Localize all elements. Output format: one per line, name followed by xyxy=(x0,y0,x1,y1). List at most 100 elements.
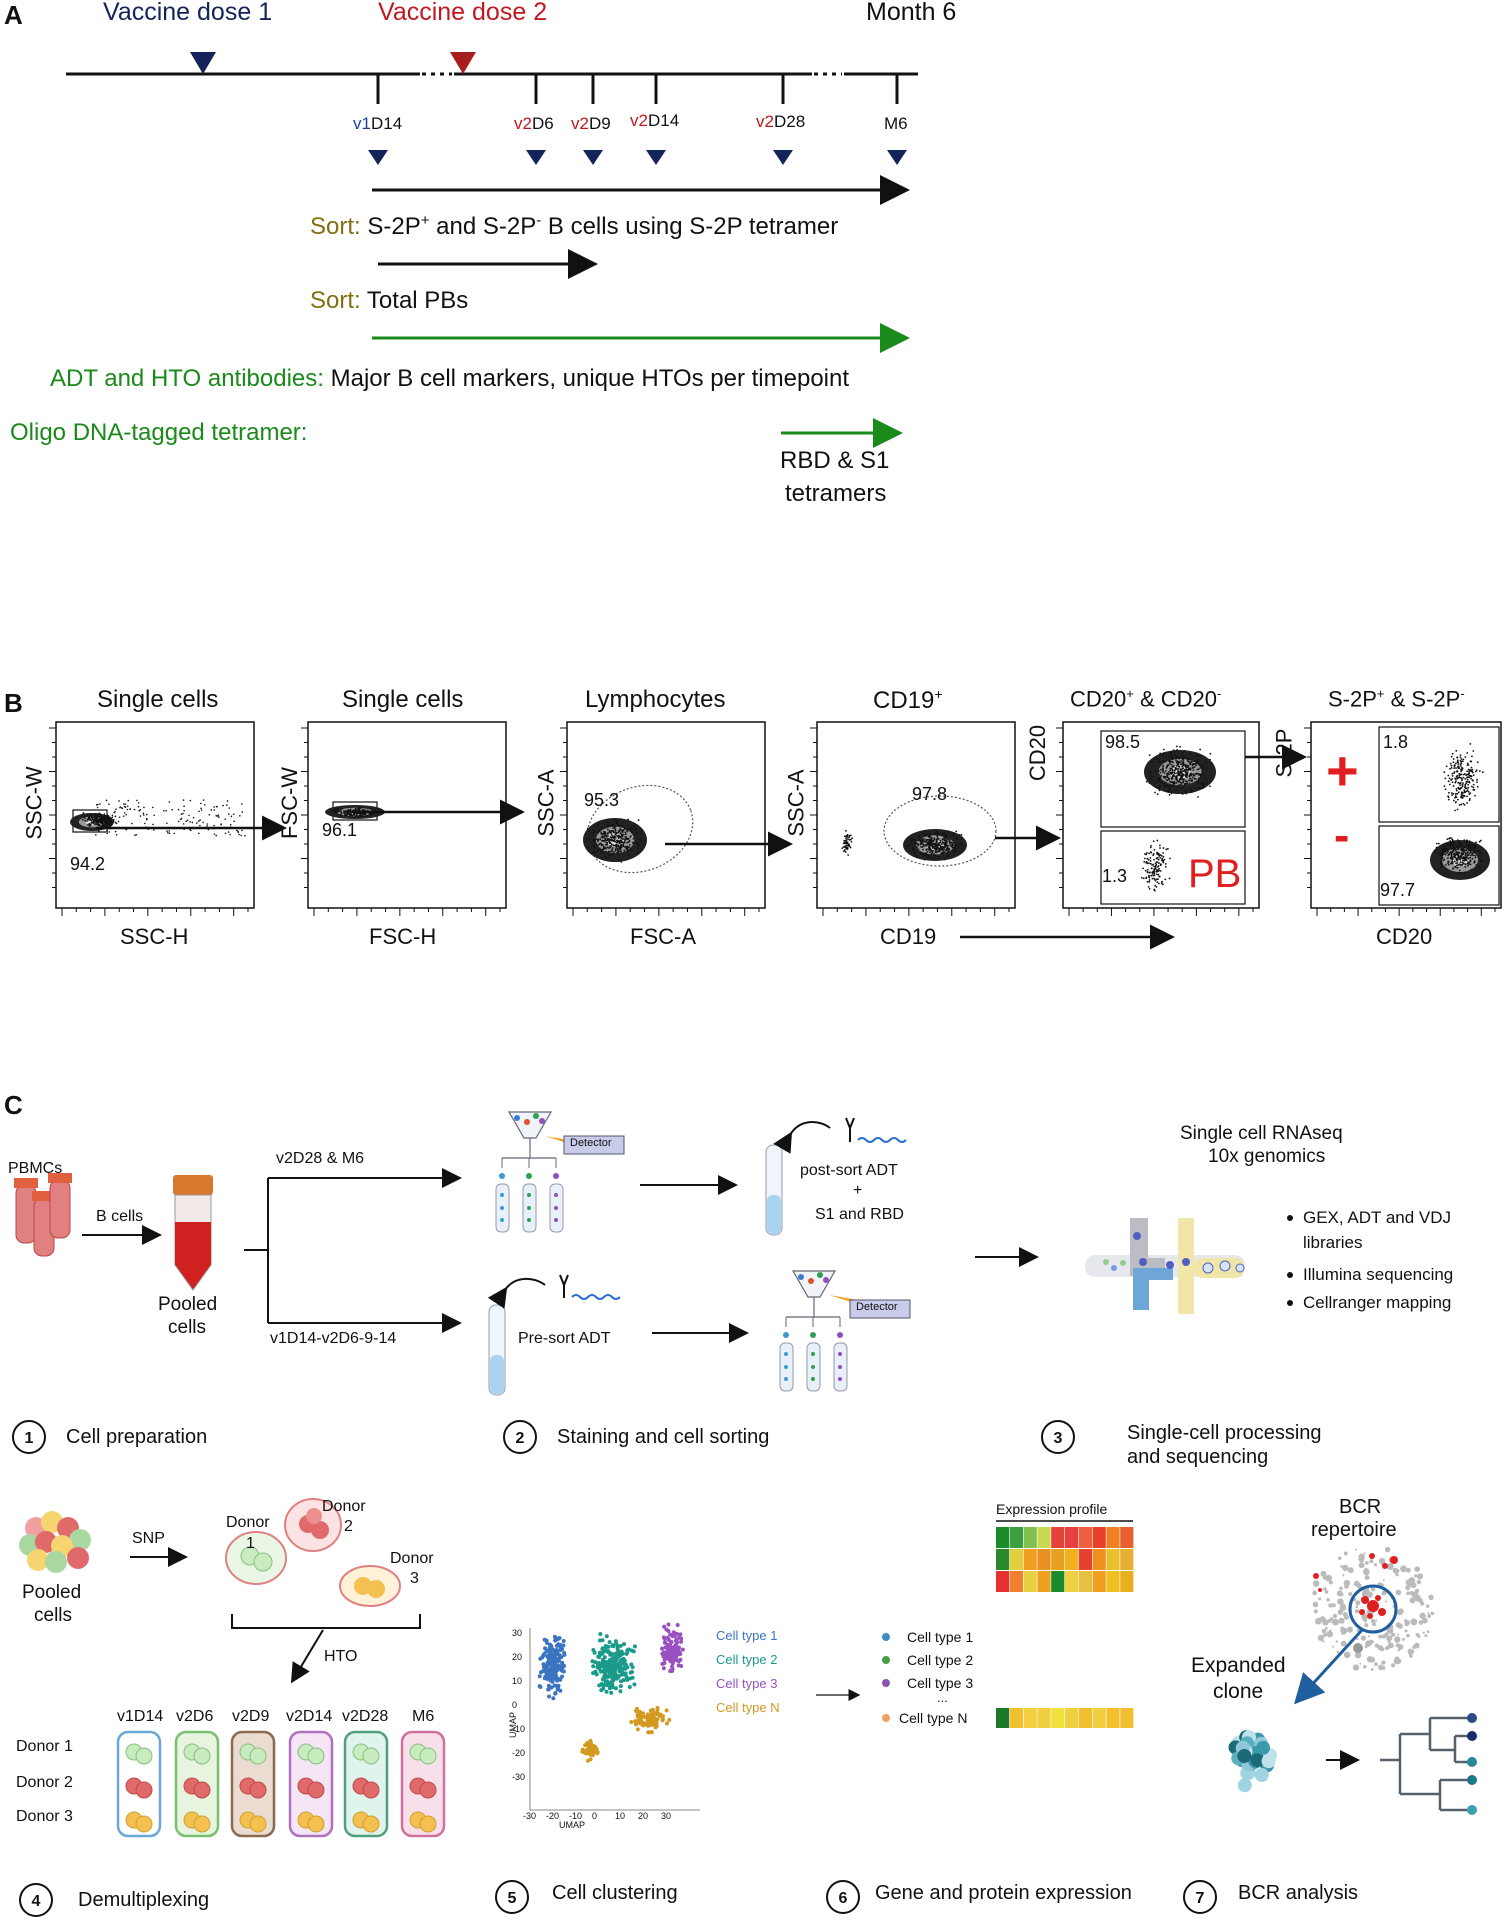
expression-profile-title: Expression profile xyxy=(996,1501,1108,1517)
plot6-gate-bottom: 97.7 xyxy=(1380,880,1416,900)
plot5-gate-top: 98.5 xyxy=(1105,732,1141,752)
step-7-label: BCR analysis xyxy=(1238,1882,1359,1904)
umap-x-tick: -30 xyxy=(523,1811,537,1821)
plot5-title: CD20+ & CD20- xyxy=(1070,686,1222,712)
post-sort-plus: + xyxy=(853,1182,863,1199)
tetramers-line-2: tetramers xyxy=(785,480,887,507)
pb-label: PB xyxy=(1188,852,1242,896)
pooled-label-1: Pooled xyxy=(158,1294,218,1315)
plot1-title: Single cells xyxy=(97,686,219,713)
detector-label-top: Detector xyxy=(570,1137,612,1149)
umap-y-tick: -20 xyxy=(512,1748,526,1758)
step-3-number: 3 xyxy=(1041,1420,1075,1454)
adt-hto-line: ADT and HTO antibodies: Major B cell mar… xyxy=(50,365,850,392)
umap-ylabel: UMAP xyxy=(508,1711,519,1739)
demux-col-v2d9: v2D9 xyxy=(232,1708,270,1725)
plot6-xlabel: CD20 xyxy=(1376,924,1433,949)
donor-3-cells-icon xyxy=(339,1565,401,1607)
demux-row-donor-2: Donor 2 xyxy=(16,1774,73,1791)
vaccine-dose-2-label: Vaccine dose 2 xyxy=(378,0,548,26)
post-sort-adt-label: post-sort ADT xyxy=(800,1162,898,1179)
umap-y-tick: 20 xyxy=(512,1652,523,1662)
expr-row-n: Cell type N xyxy=(899,1710,968,1726)
demux-row-donor-1: Donor 1 xyxy=(16,1738,73,1755)
dose-2-marker xyxy=(450,52,476,74)
umap-legend-1: Cell type 1 xyxy=(716,1628,778,1643)
tetramers-line-1: RBD & S1 xyxy=(780,447,890,474)
step-7-number: 7 xyxy=(1183,1880,1217,1914)
timepoint-label-v2d28: v2D28 xyxy=(756,112,806,131)
expanded-label-2: clone xyxy=(1213,1680,1264,1703)
phylogenetic-tree-icon xyxy=(1380,1716,1470,1812)
umap-y-tick: -10 xyxy=(512,1724,526,1734)
plot3-title: Lymphocytes xyxy=(585,686,726,713)
demux-col-v2d6: v2D6 xyxy=(176,1708,214,1725)
panel-c-letter: C xyxy=(4,1090,23,1120)
step-4-label: Demultiplexing xyxy=(78,1889,210,1911)
umap-x-tick: 20 xyxy=(638,1811,649,1821)
expanded-label-1: Expanded xyxy=(1191,1654,1286,1677)
plus-sign: + xyxy=(1326,739,1359,802)
step-5-label: Cell clustering xyxy=(552,1882,678,1904)
umap-x-tick: 0 xyxy=(592,1811,598,1821)
plot4-title: CD19+ xyxy=(873,686,943,714)
bcr-label-2: repertoire xyxy=(1311,1519,1397,1541)
umap-x-tick: 30 xyxy=(661,1811,672,1821)
expr-row-ellipsis: ... xyxy=(937,1690,948,1705)
post-sort-tube-icon xyxy=(765,1117,907,1236)
step-3-label-2: and sequencing xyxy=(1127,1446,1269,1468)
timepoint-label-v2d14: v2D14 xyxy=(630,111,680,130)
sort-total-pbs-line: Sort: Total PBs xyxy=(310,287,469,314)
pooled-tube-icon xyxy=(173,1175,213,1291)
step-2-number: 2 xyxy=(503,1420,537,1454)
microfluidic-chip-icon xyxy=(1085,1218,1245,1314)
timepoint-label-v2d6: v2D6 xyxy=(514,114,554,133)
donor-3-label-a: Donor xyxy=(390,1550,434,1567)
step-4-number: 4 xyxy=(19,1883,53,1917)
demux-pooled-2: cells xyxy=(34,1605,73,1626)
umap-y-tick: 30 xyxy=(512,1628,523,1638)
10x-genomics-label: 10x genomics xyxy=(1208,1146,1326,1167)
branch-bottom-label: v1D14-v2D6-9-14 xyxy=(270,1330,397,1347)
pre-sort-adt-label: Pre-sort ADT xyxy=(518,1330,611,1347)
umap-y-tick: 0 xyxy=(512,1700,518,1710)
step-1-label: Cell preparation xyxy=(66,1426,208,1448)
step-5-number: 5 xyxy=(495,1880,529,1914)
oligo-tetramer-label: Oligo DNA-tagged tetramer: xyxy=(10,419,308,446)
umap-y-tick: -30 xyxy=(512,1772,526,1782)
pooled-cells-cluster-icon xyxy=(19,1511,91,1573)
plot4-xlabel: CD19 xyxy=(880,924,937,949)
umap-xlabel: UMAP xyxy=(559,1820,586,1830)
demux-col-v1d14: v1D14 xyxy=(117,1708,164,1725)
plot2-title: Single cells xyxy=(342,686,464,713)
plot6-title: S-2P+ & S-2P- xyxy=(1328,686,1465,712)
pbmcs-label: PBMCs xyxy=(8,1160,63,1177)
expanded-clone-cells xyxy=(1228,1730,1278,1793)
b-cells-label: B cells xyxy=(96,1208,144,1225)
umap-x-tick: 10 xyxy=(615,1811,626,1821)
donor-1-cells-icon xyxy=(225,1531,287,1585)
umap-legend-3: Cell type 3 xyxy=(716,1676,778,1691)
expr-row-3: Cell type 3 xyxy=(907,1675,974,1691)
plot4-gate-value: 97.8 xyxy=(912,784,948,804)
plot3-xlabel: FSC-A xyxy=(630,924,696,949)
branch-top-label: v2D28 & M6 xyxy=(276,1150,365,1167)
pooled-label-2: cells xyxy=(168,1317,207,1338)
donor-2-label-b: 2 xyxy=(344,1518,353,1535)
timeline-graphic xyxy=(66,52,918,448)
donor-2-cells-icon xyxy=(284,1498,342,1552)
plot3-gate-value: 95.3 xyxy=(584,790,620,810)
step-6-label: Gene and protein expression xyxy=(875,1882,1132,1904)
step-6-number: 6 xyxy=(826,1880,860,1914)
cell-sorter-top-icon xyxy=(495,1111,625,1233)
timepoint-label-v1d14: v1D14 xyxy=(353,114,403,133)
dose-1-marker xyxy=(190,52,216,74)
demux-row-donor-3: Donor 3 xyxy=(16,1808,73,1825)
demux-col-v2d28: v2D28 xyxy=(342,1708,389,1725)
bullet-libraries-1: GEX, ADT and VDJ xyxy=(1303,1208,1452,1227)
panel-a-letter: A xyxy=(4,0,23,30)
plot1-xlabel: SSC-H xyxy=(120,924,189,949)
cell-sorter-bottom-icon xyxy=(779,1270,911,1392)
step-3-label-1: Single-cell processing xyxy=(1127,1422,1322,1444)
